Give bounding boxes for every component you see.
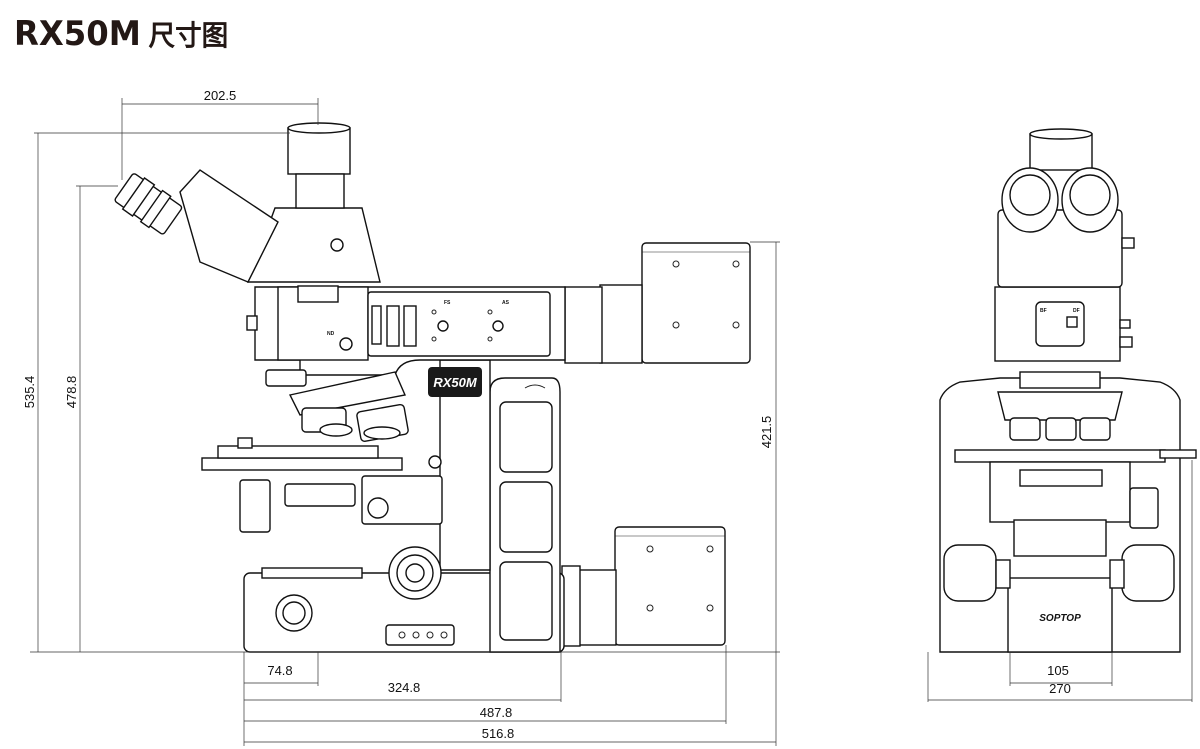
front-head — [997, 128, 1135, 288]
dim-478-8: 478.8 — [64, 376, 79, 409]
df-label: DF — [1073, 308, 1080, 314]
nd-label: ND — [327, 331, 335, 337]
side-dimensions: 202.5 535.4 478.8 421.5 74.8 324.8 487.8… — [22, 88, 780, 746]
as-label: AS — [502, 300, 510, 306]
front-arm: BF DF — [994, 286, 1133, 362]
model-name: RX50M — [14, 14, 141, 54]
upper-lamp-housing — [564, 242, 751, 364]
front-dimensions: 105 270 — [927, 460, 1193, 702]
dim-516-8: 516.8 — [482, 726, 515, 741]
model-badge: RX50M — [428, 367, 482, 397]
focus-knob — [388, 546, 442, 600]
microscope-arm: ND FS AS — [246, 285, 566, 376]
dim-535-4: 535.4 — [22, 376, 37, 409]
dim-324-8: 324.8 — [388, 680, 421, 695]
coarse-focus-knobs — [943, 544, 1175, 602]
microscope-stage — [201, 437, 443, 533]
fs-label: FS — [444, 300, 451, 306]
front-view-microscope: SOPTOP BF DF — [939, 128, 1197, 653]
brand-logo: SOPTOP — [1039, 613, 1081, 624]
front-stage — [954, 449, 1197, 557]
microscope-pillar — [439, 359, 561, 653]
dim-202-5: 202.5 — [204, 88, 237, 103]
dim-270: 270 — [1049, 681, 1071, 696]
lower-lamp-housing — [561, 526, 726, 647]
side-view-microscope: ND FS AS RX50M — [114, 122, 751, 653]
title-subtitle: 尺寸图 — [148, 19, 229, 52]
eyepieces — [114, 173, 183, 235]
dim-421-5: 421.5 — [759, 416, 774, 449]
nosepiece — [265, 369, 409, 442]
dim-74-8: 74.8 — [267, 663, 292, 678]
dim-105: 105 — [1047, 663, 1069, 678]
bf-label: BF — [1040, 308, 1047, 314]
dim-487-8: 487.8 — [480, 705, 513, 720]
trinocular-head — [114, 122, 381, 283]
front-nosepiece — [997, 371, 1123, 441]
badge-text: RX50M — [433, 375, 478, 390]
